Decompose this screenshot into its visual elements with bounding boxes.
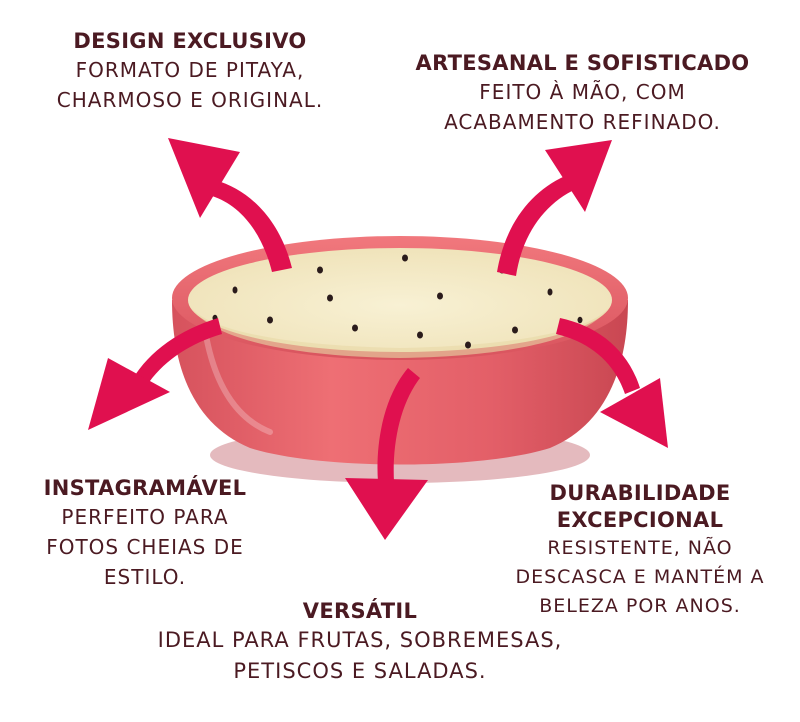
arrow-down-left-icon bbox=[88, 318, 222, 430]
feature-description: FEITO À MÃO, COM ACABAMENTO REFINADO. bbox=[444, 80, 721, 134]
feature-title: DURABILIDADE EXCEPCIONAL bbox=[549, 481, 731, 532]
feature-versatil: VERSÁTIL IDEAL PARA FRUTAS, SOBREMESAS, … bbox=[110, 598, 610, 687]
feature-title: ARTESANAL E SOFISTICADO bbox=[415, 51, 750, 75]
feature-title: DESIGN EXCLUSIVO bbox=[73, 29, 307, 53]
arrow-down-center-icon bbox=[345, 368, 428, 540]
feature-instagramavel: INSTAGRAMÁVEL PERFEITO PARA FOTOS CHEIAS… bbox=[15, 475, 275, 592]
feature-description: RESISTENTE, NÃO DESCASCA E MANTÉM A BELE… bbox=[515, 537, 765, 617]
feature-description: FORMATO DE PITAYA, CHARMOSO E ORIGINAL. bbox=[56, 58, 324, 112]
feature-title: VERSÁTIL bbox=[302, 599, 418, 623]
feature-artesanal: ARTESANAL E SOFISTICADO FEITO À MÃO, COM… bbox=[395, 50, 770, 137]
feature-title: INSTAGRAMÁVEL bbox=[43, 476, 247, 500]
arrow-down-right-icon bbox=[556, 318, 668, 448]
arrow-up-left-icon bbox=[168, 138, 292, 272]
feature-description: IDEAL PARA FRUTAS, SOBREMESAS, PETISCOS … bbox=[157, 628, 563, 683]
bowl bbox=[172, 236, 628, 483]
arrow-up-right-icon bbox=[497, 140, 612, 276]
feature-durabilidade: DURABILIDADE EXCEPCIONAL RESISTENTE, NÃO… bbox=[495, 480, 785, 621]
feature-design-exclusivo: DESIGN EXCLUSIVO FORMATO DE PITAYA, CHAR… bbox=[20, 28, 360, 115]
feature-description: PERFEITO PARA FOTOS CHEIAS DE ESTILO. bbox=[46, 505, 244, 589]
